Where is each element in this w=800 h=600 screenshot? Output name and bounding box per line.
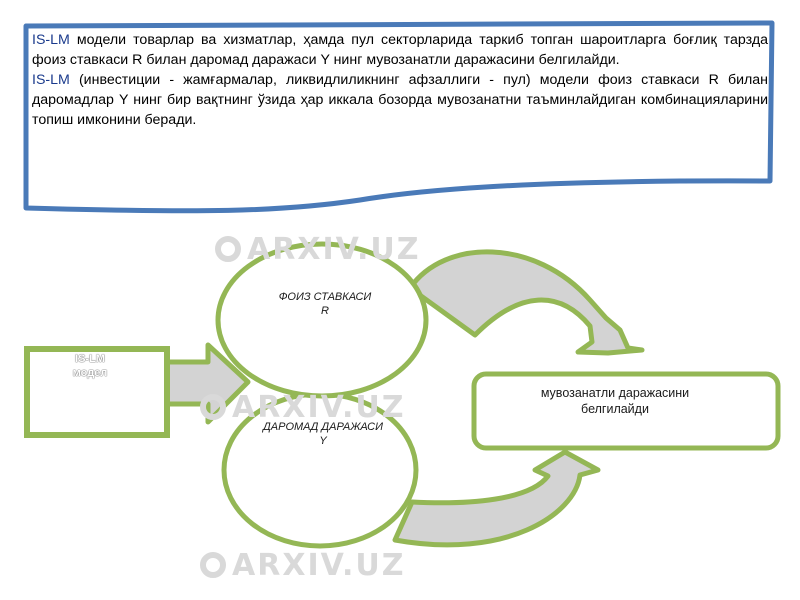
watermark-logo-icon	[200, 552, 226, 578]
interest-rate-label: ФОИЗ СТАВКАСИ R	[278, 291, 372, 317]
income-label: ДАРОМАД ДАРАЖАСИ Y	[263, 421, 383, 447]
model-arrow	[160, 342, 251, 425]
text-frame	[23, 20, 775, 214]
watermark-logo-icon	[215, 236, 241, 262]
interest-rate-ellipse	[215, 241, 429, 399]
result-label: мувозанатли даражасини белгилайди	[540, 386, 690, 416]
watermark-logo-icon	[200, 394, 226, 420]
result-box	[471, 371, 781, 451]
watermark: ARXIV.UZ	[200, 548, 405, 583]
paragraph-2: IS-LM (инвестиции - жамғармалар, ликвидл…	[32, 72, 768, 128]
curved-arrow-bottom	[392, 449, 601, 548]
model-name: IS-LM	[32, 32, 70, 48]
model-box-label: IS-LM модел	[72, 353, 108, 379]
paragraph-1: IS-LM модели товарлар ва хизматлар, ҳамд…	[32, 32, 768, 68]
watermark: ARXIV.UZ	[215, 232, 420, 267]
curved-arrow-top	[407, 249, 645, 356]
model-name: IS-LM	[32, 72, 70, 88]
model-box	[24, 346, 170, 438]
description-text: IS-LM модели товарлар ва хизматлар, ҳамд…	[32, 30, 768, 130]
watermark: ARXIV.UZ	[200, 390, 405, 425]
